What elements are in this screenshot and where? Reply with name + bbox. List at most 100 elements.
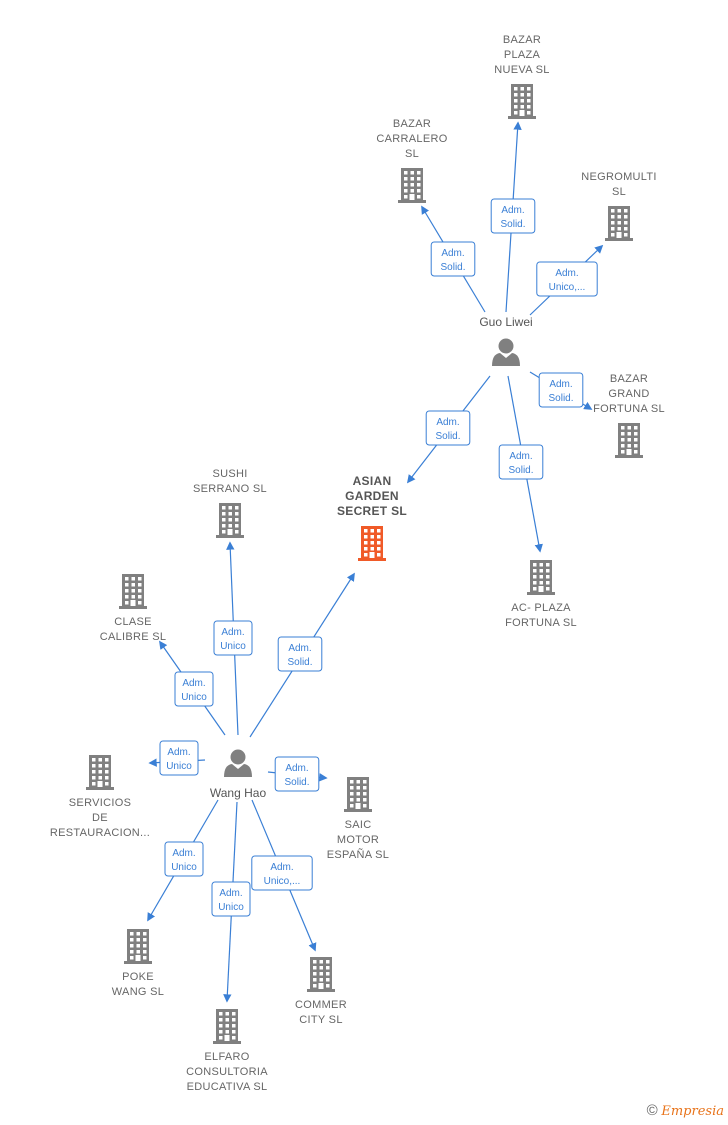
node-poke[interactable]: POKE WANG SL [112,929,164,998]
role-badge[interactable] [490,198,536,234]
role-text: Unico,... [264,876,301,887]
role-text: Adm. [501,205,524,216]
role-badge[interactable] [251,855,313,891]
edge-wang-commer: Adm. Unico,... [251,799,317,952]
building-icon [307,957,335,992]
company-name: BAZAR [503,34,541,46]
role-text: Unico [171,862,197,873]
person-name: Wang Hao [210,786,267,800]
role-badge[interactable] [159,740,199,776]
person-name: Guo Liwei [479,315,532,329]
node-servicios[interactable]: SERVICIOSDERESTAURACION... [50,755,150,839]
company-name: WANG SL [112,986,164,998]
role-text: Adm. [285,763,308,774]
role-badge[interactable] [430,241,476,277]
role-badge[interactable] [213,620,253,656]
person-icon [492,338,520,366]
company-name: POKE [122,971,154,983]
footer-brand: © Empresia [647,1102,724,1119]
building-icon [86,755,114,790]
edge-wang-saic: Adm.Solid. [267,756,328,792]
company-name: DE [92,812,108,824]
company-name: ELFARO [204,1051,249,1063]
building-icon [213,1009,241,1044]
company-name: ASIAN [353,474,392,488]
role-badge[interactable] [274,756,320,792]
company-name: AC- PLAZA [511,602,571,614]
building-icon [527,560,555,595]
copyright-symbol: © [646,1102,658,1119]
node-elfaro[interactable]: ELFARO CONSULTORIA EDUCATIVA SL [186,1009,268,1093]
node-wang[interactable]: Wang Hao [210,749,267,801]
edge-guo-grandfortuna: Adm.Solid. [529,371,593,410]
company-name: CONSULTORIA [186,1066,268,1078]
person-icon [224,749,252,777]
role-badge[interactable] [211,881,251,917]
role-text: Solid. [500,219,525,230]
role-text: Unico,... [549,282,586,293]
role-text: Unico [220,641,246,652]
brand-name[interactable]: Empresia [661,1104,724,1119]
role-badge[interactable] [536,261,598,297]
role-badge[interactable] [277,636,323,672]
edge-wang-clase: Adm. Unico [159,640,226,736]
company-name: SERRANO SL [193,483,267,495]
company-name: CALIBRE SL [100,631,167,643]
edge-guo-negromulti: Adm. Unico,... [529,244,604,316]
company-name: NUEVA SL [494,64,549,76]
company-name: SL [612,186,626,198]
node-sushi[interactable]: SUSHI SERRANO SL [193,468,267,538]
role-text: Solid. [440,262,465,273]
company-name: SECRET SL [337,504,407,518]
role-text: Adm. [555,268,578,279]
edge-guo-asian: Adm. Solid. [406,375,491,484]
role-badge[interactable] [164,841,204,877]
role-text: Unico [218,902,244,913]
role-text: Adm. [441,248,464,259]
company-name: SL [405,148,419,160]
role-text: Adm. [270,862,293,873]
company-name: NEGROMULTI [581,171,657,183]
building-icon [508,84,536,119]
role-badge[interactable] [425,410,471,446]
company-name: FORTUNA SL [593,403,665,415]
building-icon [344,777,372,812]
node-negromulti[interactable]: NEGROMULTI SL [581,171,657,241]
edge-wang-sushi: Adm.Unico [213,541,253,736]
role-text: Solid. [287,657,312,668]
company-name: MOTOR [337,834,379,846]
company-name: EDUCATIVA SL [187,1081,268,1093]
company-name: CITY SL [299,1014,342,1026]
company-name: GARDEN [345,489,399,503]
role-text: Solid. [435,431,460,442]
role-badge[interactable] [498,444,544,480]
building-icon [605,206,633,241]
company-name: SUSHI [212,468,247,480]
role-text: Adm. [182,678,205,689]
edge-wang-asian: Adm.Solid. [249,572,355,738]
role-text: Unico [181,692,207,703]
company-name: BAZAR [610,373,648,385]
node-bazarplaza[interactable]: BAZAR PLAZA NUEVA SL [494,34,549,119]
node-acplaza[interactable]: AC- PLAZA FORTUNA SL [505,560,577,629]
role-text: Solid. [548,393,573,404]
role-badge[interactable] [538,372,584,408]
role-badge[interactable] [174,671,214,707]
edge-wang-servicios: Adm.Unico [148,740,206,776]
edge-guo-bazarplaza: Adm. Solid. [490,121,536,313]
company-name: PLAZA [504,49,541,61]
building-icon [124,929,152,964]
company-name: FORTUNA SL [505,617,577,629]
company-name: ESPAÑA SL [327,848,389,861]
role-text: Adm. [219,888,242,899]
role-text: Adm. [172,848,195,859]
role-text: Adm. [436,417,459,428]
node-guo[interactable]: Guo Liwei [479,315,533,366]
